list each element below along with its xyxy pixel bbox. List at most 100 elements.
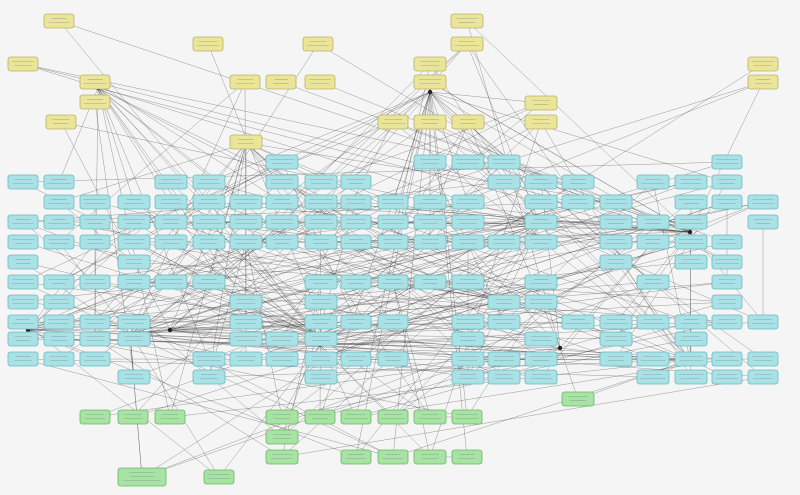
cyan-node[interactable] <box>524 174 558 190</box>
cyan-node[interactable] <box>413 214 447 230</box>
green-node[interactable] <box>304 409 336 425</box>
yellow-node[interactable] <box>450 13 484 29</box>
cyan-node[interactable] <box>265 194 299 210</box>
cyan-node[interactable] <box>674 194 708 210</box>
cyan-node[interactable] <box>43 194 75 210</box>
cyan-node[interactable] <box>524 294 558 310</box>
cyan-node[interactable] <box>674 214 708 230</box>
cyan-node[interactable] <box>674 369 708 385</box>
cyan-node[interactable] <box>43 314 75 330</box>
cyan-node[interactable] <box>599 351 633 367</box>
cyan-node[interactable] <box>711 351 743 367</box>
cyan-node[interactable] <box>265 234 299 250</box>
cyan-node[interactable] <box>7 174 39 190</box>
cyan-node[interactable] <box>265 351 299 367</box>
cyan-node[interactable] <box>524 274 558 290</box>
yellow-node[interactable] <box>747 74 779 90</box>
cyan-node[interactable] <box>413 274 447 290</box>
cyan-node[interactable] <box>7 314 39 330</box>
cyan-node[interactable] <box>711 194 743 210</box>
cyan-node[interactable] <box>599 331 633 347</box>
cyan-node[interactable] <box>304 274 338 290</box>
cyan-node[interactable] <box>7 331 39 347</box>
cyan-node[interactable] <box>43 294 75 310</box>
cyan-node[interactable] <box>229 314 263 330</box>
cyan-node[interactable] <box>561 194 595 210</box>
cyan-node[interactable] <box>117 254 151 270</box>
cyan-node[interactable] <box>340 234 372 250</box>
cyan-node[interactable] <box>7 274 39 290</box>
yellow-node[interactable] <box>377 114 409 130</box>
cyan-node[interactable] <box>451 314 485 330</box>
cyan-node[interactable] <box>674 331 708 347</box>
cyan-node[interactable] <box>43 351 75 367</box>
cyan-node[interactable] <box>674 234 708 250</box>
cyan-node[interactable] <box>79 234 111 250</box>
cyan-node[interactable] <box>487 369 521 385</box>
green-node[interactable] <box>265 409 299 425</box>
cyan-node[interactable] <box>117 234 151 250</box>
cyan-node[interactable] <box>7 351 39 367</box>
cyan-node[interactable] <box>229 234 263 250</box>
yellow-node[interactable] <box>450 36 484 52</box>
cyan-node[interactable] <box>636 369 670 385</box>
cyan-node[interactable] <box>524 234 558 250</box>
cyan-node[interactable] <box>117 331 151 347</box>
cyan-node[interactable] <box>599 194 633 210</box>
cyan-node[interactable] <box>154 194 188 210</box>
cyan-node[interactable] <box>377 234 409 250</box>
cyan-node[interactable] <box>304 174 338 190</box>
green-node[interactable] <box>561 391 595 407</box>
cyan-node[interactable] <box>192 369 226 385</box>
cyan-node[interactable] <box>265 174 299 190</box>
yellow-node[interactable] <box>413 56 447 72</box>
cyan-node[interactable] <box>265 154 299 170</box>
cyan-node[interactable] <box>117 369 151 385</box>
cyan-node[interactable] <box>229 214 263 230</box>
cyan-node[interactable] <box>487 314 521 330</box>
cyan-node[interactable] <box>636 314 670 330</box>
green-node[interactable] <box>117 467 167 487</box>
cyan-node[interactable] <box>43 174 75 190</box>
yellow-node[interactable] <box>192 36 224 52</box>
cyan-node[interactable] <box>451 331 485 347</box>
cyan-node[interactable] <box>524 194 558 210</box>
cyan-node[interactable] <box>340 351 372 367</box>
cyan-node[interactable] <box>561 174 595 190</box>
yellow-node[interactable] <box>747 56 779 72</box>
yellow-node[interactable] <box>229 74 261 90</box>
cyan-node[interactable] <box>79 214 111 230</box>
cyan-node[interactable] <box>377 274 409 290</box>
cyan-node[interactable] <box>747 314 779 330</box>
cyan-node[interactable] <box>524 369 558 385</box>
cyan-node[interactable] <box>7 294 39 310</box>
cyan-node[interactable] <box>747 194 779 210</box>
cyan-node[interactable] <box>79 331 111 347</box>
cyan-node[interactable] <box>711 174 743 190</box>
cyan-node[interactable] <box>340 214 372 230</box>
green-node[interactable] <box>154 409 186 425</box>
cyan-node[interactable] <box>79 314 111 330</box>
cyan-node[interactable] <box>304 214 338 230</box>
green-node[interactable] <box>340 409 372 425</box>
cyan-node[interactable] <box>487 234 521 250</box>
cyan-node[interactable] <box>117 194 151 210</box>
yellow-node[interactable] <box>79 74 111 90</box>
cyan-node[interactable] <box>340 194 372 210</box>
cyan-node[interactable] <box>599 254 633 270</box>
green-node[interactable] <box>203 469 235 485</box>
cyan-node[interactable] <box>192 214 226 230</box>
cyan-node[interactable] <box>711 369 743 385</box>
cyan-node[interactable] <box>340 314 372 330</box>
cyan-node[interactable] <box>451 194 485 210</box>
cyan-node[interactable] <box>377 194 409 210</box>
cyan-node[interactable] <box>7 234 39 250</box>
cyan-node[interactable] <box>599 234 633 250</box>
yellow-node[interactable] <box>413 114 447 130</box>
cyan-node[interactable] <box>377 314 409 330</box>
yellow-node[interactable] <box>265 74 297 90</box>
cyan-node[interactable] <box>340 174 372 190</box>
yellow-node[interactable] <box>451 114 485 130</box>
yellow-node[interactable] <box>7 56 39 72</box>
cyan-node[interactable] <box>7 214 39 230</box>
